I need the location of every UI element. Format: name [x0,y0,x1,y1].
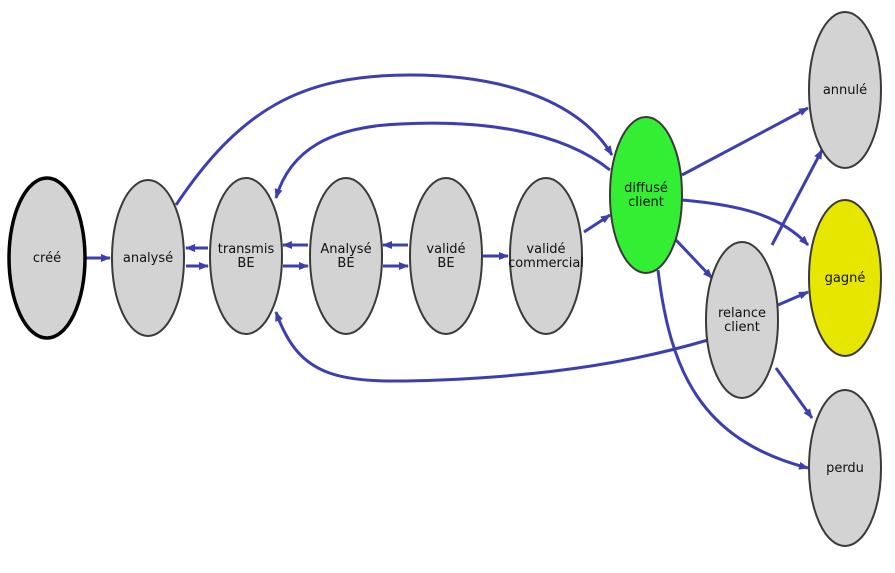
node-shape [409,177,483,335]
node-label: analysé [123,251,173,266]
edge-relance-client-to-perdu [774,367,814,419]
node-cree: créé [7,176,87,340]
node-label: client [628,195,664,210]
node-label: commercial [508,256,584,271]
edge-diffuse-client-to-transmis-be [274,121,611,199]
node-label: transmis [218,242,275,257]
node-label: client [724,320,760,335]
edge-valide-commercial-to-diffuse-client [583,213,611,234]
node-perdu: perdu [808,389,882,547]
node-shape [111,179,185,337]
node-shape [609,116,683,274]
edge-diffuse-client-to-relance-client [674,238,714,280]
edge-diffuse-client-to-perdu [656,269,809,470]
node-label: validé [426,242,465,257]
node-shape [705,241,779,399]
node-label: BE [337,256,354,271]
edges-layer [85,73,824,470]
node-annule: annulé [808,11,882,169]
node-label: relance [718,306,766,321]
node-shape [808,199,882,357]
node-label: Analysé [320,242,371,257]
edge-diffuse-client-to-gagne [681,198,810,247]
node-label: validé [526,242,565,257]
node-label: gagné [825,271,866,286]
node-label: annulé [823,83,867,98]
node-analyse: analysé [111,179,185,337]
edge-analyse-to-diffuse-client [174,73,614,206]
node-shape [209,177,283,335]
node-label: BE [437,256,454,271]
node-label: BE [237,256,254,271]
node-shape [808,11,882,169]
node-label: créé [33,251,61,266]
node-label: diffusé [624,181,668,196]
edge-diffuse-client-to-annule [681,106,809,177]
edge-relance-client-to-transmis-be [274,311,709,383]
edge-relance-client-to-annule [770,149,824,246]
node-shape [7,176,87,340]
node-shape [808,389,882,547]
node-shape [509,177,583,335]
node-label: perdu [826,461,864,476]
edge-relance-client-to-gagne [777,290,809,307]
node-gagne: gagné [808,199,882,357]
node-shape [309,177,383,335]
